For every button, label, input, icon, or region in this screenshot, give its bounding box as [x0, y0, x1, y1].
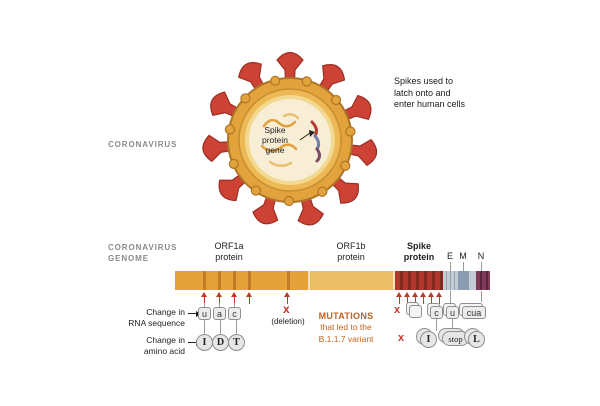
rna-change-caption-line1: Change in: [146, 307, 185, 317]
caption-arrow-icon: [188, 310, 201, 317]
mutations-caption-line1: MUTATIONS: [318, 311, 374, 321]
mutation-stripe: [233, 271, 236, 290]
spikes-annotation-line2: latch onto and: [394, 87, 451, 98]
spike-gene-line1: Spike: [264, 125, 286, 135]
rna-base-box: a: [213, 307, 226, 320]
mutation-arrow-icon: [396, 292, 403, 304]
orf1b-segment: [310, 271, 393, 290]
genome-label-line2: GENOME: [108, 254, 149, 264]
spikes-annotation-line1: Spikes used to: [394, 76, 454, 86]
mutation-arrow-icon: [420, 292, 427, 304]
connector-line: [204, 303, 205, 307]
amino-change-caption-line2: amino acid: [143, 346, 185, 357]
virus-illustration-icon: [201, 51, 380, 229]
amino-acid-circle: I: [420, 331, 437, 348]
mutation-arrow-icon: [428, 292, 435, 304]
orf1a-segment: [175, 271, 308, 290]
amino-acid-circle: I: [196, 334, 213, 351]
deletion-x-mark: x: [283, 302, 290, 316]
e-segment: [443, 271, 458, 290]
mutation-arrow-icon: [231, 292, 238, 304]
orf1a-label-line2: protein: [215, 251, 243, 262]
mutations-caption-line3: B.1.1.7 variant: [318, 333, 374, 344]
orf1a-label-line1: ORF1a: [214, 241, 244, 251]
mutation-arrow-icon: [246, 292, 253, 304]
genome-bar: [175, 271, 490, 290]
mutations-caption: MUTATIONS that led to the B.1.1.7 varian…: [300, 310, 392, 345]
mutation-stripe: [203, 271, 206, 290]
amino-change-caption: Change in amino acid: [103, 335, 185, 357]
m-segment: [458, 271, 469, 290]
mutation-arrow-icon: [436, 292, 443, 304]
m-label: M: [459, 251, 467, 261]
rna-change-caption: Change in RNA sequence: [103, 307, 185, 329]
rna-change-caption-line2: RNA sequence: [128, 318, 185, 329]
e-label: E: [446, 251, 453, 261]
amino-deletion-x-mark: x: [398, 332, 405, 344]
rna-base-box: c: [228, 307, 241, 320]
mutation-arrow-icon: [216, 292, 223, 304]
spike-segment: [395, 271, 443, 290]
mutation-connector-line: [450, 291, 451, 304]
connector-line: [436, 319, 437, 331]
spike-gene-label: Spike protein gene: [250, 125, 300, 156]
connector-line: [204, 320, 205, 334]
mutation-connector-line: [481, 291, 482, 302]
genome-label-line1: CORONAVIRUS: [108, 243, 178, 252]
orf1b-label: ORF1b protein: [321, 241, 381, 263]
spike-gene-line2: protein: [262, 135, 288, 146]
deletion-label: (deletion): [271, 317, 305, 326]
n-segment: [476, 271, 490, 290]
orf1b-label-line2: protein: [337, 251, 365, 262]
spike-gene-line3: gene: [265, 145, 285, 156]
mutation-arrow-icon: [412, 292, 419, 304]
stacked-box-ghost: [409, 305, 422, 318]
rna-deletion-x-mark: x: [394, 304, 401, 316]
mutation-stripe: [218, 271, 221, 290]
connector-line: [452, 319, 453, 331]
n-label: N: [477, 251, 485, 261]
orf1b-label-line1: ORF1b: [336, 241, 366, 251]
spacer-segment: [469, 271, 476, 290]
amino-acid-circle: L: [468, 331, 485, 348]
spikes-annotation-line3: enter human cells: [394, 99, 466, 110]
amino-acid-circle: T: [228, 334, 245, 351]
m-connector-line: [463, 262, 464, 271]
segment-gap: [393, 271, 395, 290]
mutation-arrow-icon: [404, 292, 411, 304]
spike-protein-label-line2: protein: [403, 251, 435, 262]
n-connector-line: [481, 262, 482, 271]
mutations-caption-line2: that led to the: [320, 322, 372, 333]
rna-base-box: cua: [462, 306, 486, 319]
orf1a-label: ORF1a protein: [199, 241, 259, 263]
rna-base-box: c: [430, 306, 443, 319]
rna-base-box: u: [198, 307, 211, 320]
connector-line: [236, 320, 237, 334]
e-connector-line: [450, 262, 451, 271]
connector-line: [220, 320, 221, 334]
genome-label: CORONAVIRUS GENOME: [108, 242, 177, 264]
deletion-arrow-icon: [284, 292, 291, 304]
rna-base-box: u: [446, 306, 459, 319]
mutation-stripe: [287, 271, 290, 290]
segment-gap: [308, 271, 310, 290]
connector-line: [234, 303, 235, 307]
spike-protein-label: Spike protein: [394, 241, 444, 263]
amino-change-caption-line1: Change in: [146, 335, 185, 345]
mutation-arrow-icon: [201, 292, 208, 304]
spikes-annotation: Spikes used to latch onto and enter huma…: [394, 76, 489, 111]
spike-protein-label-line1: Spike: [406, 241, 431, 251]
coronavirus-label: CORONAVIRUS: [108, 140, 178, 149]
mutation-stripe: [248, 271, 251, 290]
amino-acid-circle: D: [212, 334, 229, 351]
connector-line: [219, 303, 220, 307]
